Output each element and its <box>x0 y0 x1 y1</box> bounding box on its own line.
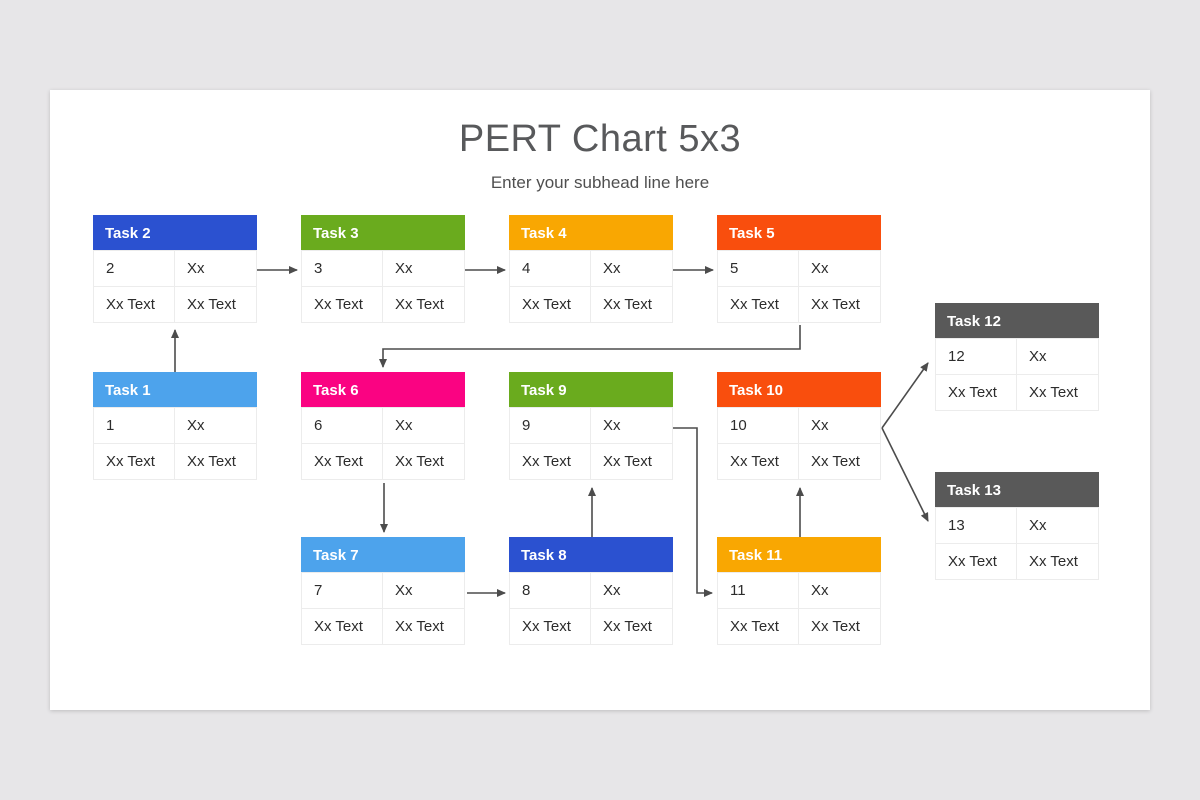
task-cell: Xx <box>590 407 673 444</box>
task-cell: 3 <box>301 250 383 287</box>
task-12-table: 12 Xx Xx Text Xx Text <box>935 338 1099 411</box>
task-2-table: 2 Xx Xx Text Xx Text <box>93 250 257 323</box>
task-box-6[interactable]: Task 6 6 Xx Xx Text Xx Text <box>301 372 465 480</box>
task-cell: Xx Text <box>590 286 673 323</box>
task-box-2[interactable]: Task 2 2 Xx Xx Text Xx Text <box>93 215 257 323</box>
task-10-table: 10 Xx Xx Text Xx Text <box>717 407 881 480</box>
task-cell: 5 <box>717 250 799 287</box>
task-cell: Xx Text <box>1016 543 1099 580</box>
task-5-header: Task 5 <box>717 215 881 251</box>
task-box-5[interactable]: Task 5 5 Xx Xx Text Xx Text <box>717 215 881 323</box>
task-cell: Xx <box>174 250 257 287</box>
task-cell: 8 <box>509 572 591 609</box>
task-cell: Xx Text <box>509 608 591 645</box>
task-cell: Xx <box>798 407 881 444</box>
task-11-table: 11 Xx Xx Text Xx Text <box>717 572 881 645</box>
task-cell: Xx <box>798 250 881 287</box>
task-cell: Xx <box>382 407 465 444</box>
task-cell: Xx <box>1016 338 1099 375</box>
task-cell: 10 <box>717 407 799 444</box>
task-3-header: Task 3 <box>301 215 465 251</box>
task-4-table: 4 Xx Xx Text Xx Text <box>509 250 673 323</box>
task-cell: Xx Text <box>798 608 881 645</box>
task-cell: Xx <box>382 572 465 609</box>
task-1-table: 1 Xx Xx Text Xx Text <box>93 407 257 480</box>
task-cell: Xx Text <box>301 286 383 323</box>
task-cell: 7 <box>301 572 383 609</box>
task-box-9[interactable]: Task 9 9 Xx Xx Text Xx Text <box>509 372 673 480</box>
page-title[interactable]: PERT Chart 5x3 <box>458 118 742 160</box>
task-box-1[interactable]: Task 1 1 Xx Xx Text Xx Text <box>93 372 257 480</box>
task-cell: Xx Text <box>93 443 175 480</box>
task-box-3[interactable]: Task 3 3 Xx Xx Text Xx Text <box>301 215 465 323</box>
task-13-header: Task 13 <box>935 472 1099 508</box>
task-cell: Xx Text <box>174 286 257 323</box>
task-cell: Xx <box>382 250 465 287</box>
task-cell: 9 <box>509 407 591 444</box>
task-cell: Xx Text <box>382 443 465 480</box>
task-cell: Xx Text <box>935 543 1017 580</box>
task-cell: Xx Text <box>798 443 881 480</box>
task-cell: Xx Text <box>798 286 881 323</box>
task-cell: 11 <box>717 572 799 609</box>
task-7-header: Task 7 <box>301 537 465 573</box>
task-cell: 2 <box>93 250 175 287</box>
task-7-table: 7 Xx Xx Text Xx Text <box>301 572 465 645</box>
task-cell: Xx Text <box>935 374 1017 411</box>
task-cell: Xx Text <box>717 443 799 480</box>
task-cell: Xx <box>798 572 881 609</box>
task-box-7[interactable]: Task 7 7 Xx Xx Text Xx Text <box>301 537 465 645</box>
task-box-4[interactable]: Task 4 4 Xx Xx Text Xx Text <box>509 215 673 323</box>
task-6-header: Task 6 <box>301 372 465 408</box>
task-cell: 6 <box>301 407 383 444</box>
task-cell: Xx <box>174 407 257 444</box>
task-6-table: 6 Xx Xx Text Xx Text <box>301 407 465 480</box>
task-box-8[interactable]: Task 8 8 Xx Xx Text Xx Text <box>509 537 673 645</box>
task-12-header: Task 12 <box>935 303 1099 339</box>
task-13-table: 13 Xx Xx Text Xx Text <box>935 507 1099 580</box>
task-8-table: 8 Xx Xx Text Xx Text <box>509 572 673 645</box>
task-cell: 12 <box>935 338 1017 375</box>
page-subtitle[interactable]: Enter your subhead line here <box>490 173 710 192</box>
task-cell: Xx Text <box>301 608 383 645</box>
task-9-table: 9 Xx Xx Text Xx Text <box>509 407 673 480</box>
task-cell: Xx Text <box>590 608 673 645</box>
task-2-header: Task 2 <box>93 215 257 251</box>
task-cell: Xx <box>1016 507 1099 544</box>
task-cell: Xx Text <box>1016 374 1099 411</box>
task-5-table: 5 Xx Xx Text Xx Text <box>717 250 881 323</box>
task-4-header: Task 4 <box>509 215 673 251</box>
task-cell: Xx <box>590 250 673 287</box>
task-cell: 13 <box>935 507 1017 544</box>
task-cell: Xx Text <box>590 443 673 480</box>
task-box-13[interactable]: Task 13 13 Xx Xx Text Xx Text <box>935 472 1099 580</box>
task-cell: Xx Text <box>717 286 799 323</box>
task-cell: Xx Text <box>717 608 799 645</box>
task-cell: Xx Text <box>93 286 175 323</box>
task-cell: Xx Text <box>509 286 591 323</box>
task-1-header: Task 1 <box>93 372 257 408</box>
task-3-table: 3 Xx Xx Text Xx Text <box>301 250 465 323</box>
task-10-header: Task 10 <box>717 372 881 408</box>
task-8-header: Task 8 <box>509 537 673 573</box>
task-cell: Xx Text <box>301 443 383 480</box>
task-cell: Xx <box>590 572 673 609</box>
task-cell: Xx Text <box>174 443 257 480</box>
task-11-header: Task 11 <box>717 537 881 573</box>
task-cell: 1 <box>93 407 175 444</box>
task-cell: Xx Text <box>382 608 465 645</box>
task-box-10[interactable]: Task 10 10 Xx Xx Text Xx Text <box>717 372 881 480</box>
task-cell: 4 <box>509 250 591 287</box>
task-cell: Xx Text <box>509 443 591 480</box>
task-box-12[interactable]: Task 12 12 Xx Xx Text Xx Text <box>935 303 1099 411</box>
task-9-header: Task 9 <box>509 372 673 408</box>
task-cell: Xx Text <box>382 286 465 323</box>
task-box-11[interactable]: Task 11 11 Xx Xx Text Xx Text <box>717 537 881 645</box>
